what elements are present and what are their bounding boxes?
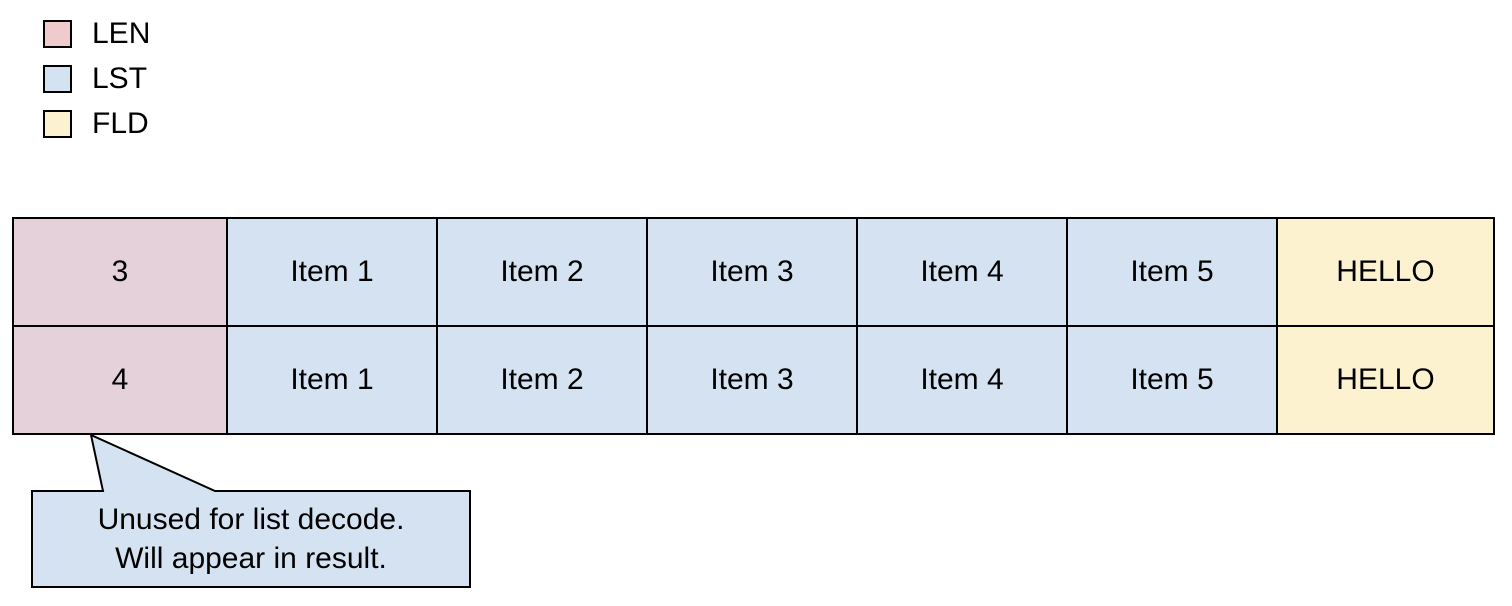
list-item-cell: Item 3 bbox=[646, 325, 858, 435]
field-cell: HELLO bbox=[1276, 217, 1495, 327]
legend-label-len: LEN bbox=[92, 17, 151, 50]
strip-row-1: 3 Item 1 Item 2 Item 3 Item 4 Item 5 HEL… bbox=[12, 217, 1495, 327]
legend-item-lst: LST bbox=[43, 64, 150, 94]
len-color-swatch bbox=[43, 20, 72, 48]
list-item-cell: Item 3 bbox=[646, 217, 858, 327]
lst-color-swatch bbox=[43, 65, 72, 93]
len-cell: 4 bbox=[12, 325, 228, 435]
field-cell: HELLO bbox=[1276, 325, 1495, 435]
strip-row-2: 4 Item 1 Item 2 Item 3 Item 4 Item 5 HEL… bbox=[12, 325, 1495, 435]
list-item-cell: Item 4 bbox=[856, 217, 1068, 327]
callout-annotation: Unused for list decode. Will appear in r… bbox=[32, 491, 470, 587]
legend-label-lst: LST bbox=[92, 62, 148, 95]
list-item-cell: Item 4 bbox=[856, 325, 1068, 435]
legend-item-len: LEN bbox=[43, 19, 150, 49]
callout-line-2: Will appear in result. bbox=[115, 542, 387, 575]
len-cell: 3 bbox=[12, 217, 228, 327]
list-item-cell: Item 5 bbox=[1066, 325, 1278, 435]
list-item-cell: Item 5 bbox=[1066, 217, 1278, 327]
byte-strip-table: 3 Item 1 Item 2 Item 3 Item 4 Item 5 HEL… bbox=[12, 217, 1495, 435]
legend-label-fld: FLD bbox=[92, 107, 149, 140]
legend-item-fld: FLD bbox=[43, 109, 150, 139]
list-item-cell: Item 1 bbox=[226, 217, 438, 327]
fld-color-swatch bbox=[43, 110, 72, 138]
list-item-cell: Item 2 bbox=[436, 217, 648, 327]
list-item-cell: Item 1 bbox=[226, 325, 438, 435]
legend: LEN LST FLD bbox=[43, 19, 150, 154]
list-item-cell: Item 2 bbox=[436, 325, 648, 435]
callout-line-1: Unused for list decode. bbox=[97, 503, 405, 536]
